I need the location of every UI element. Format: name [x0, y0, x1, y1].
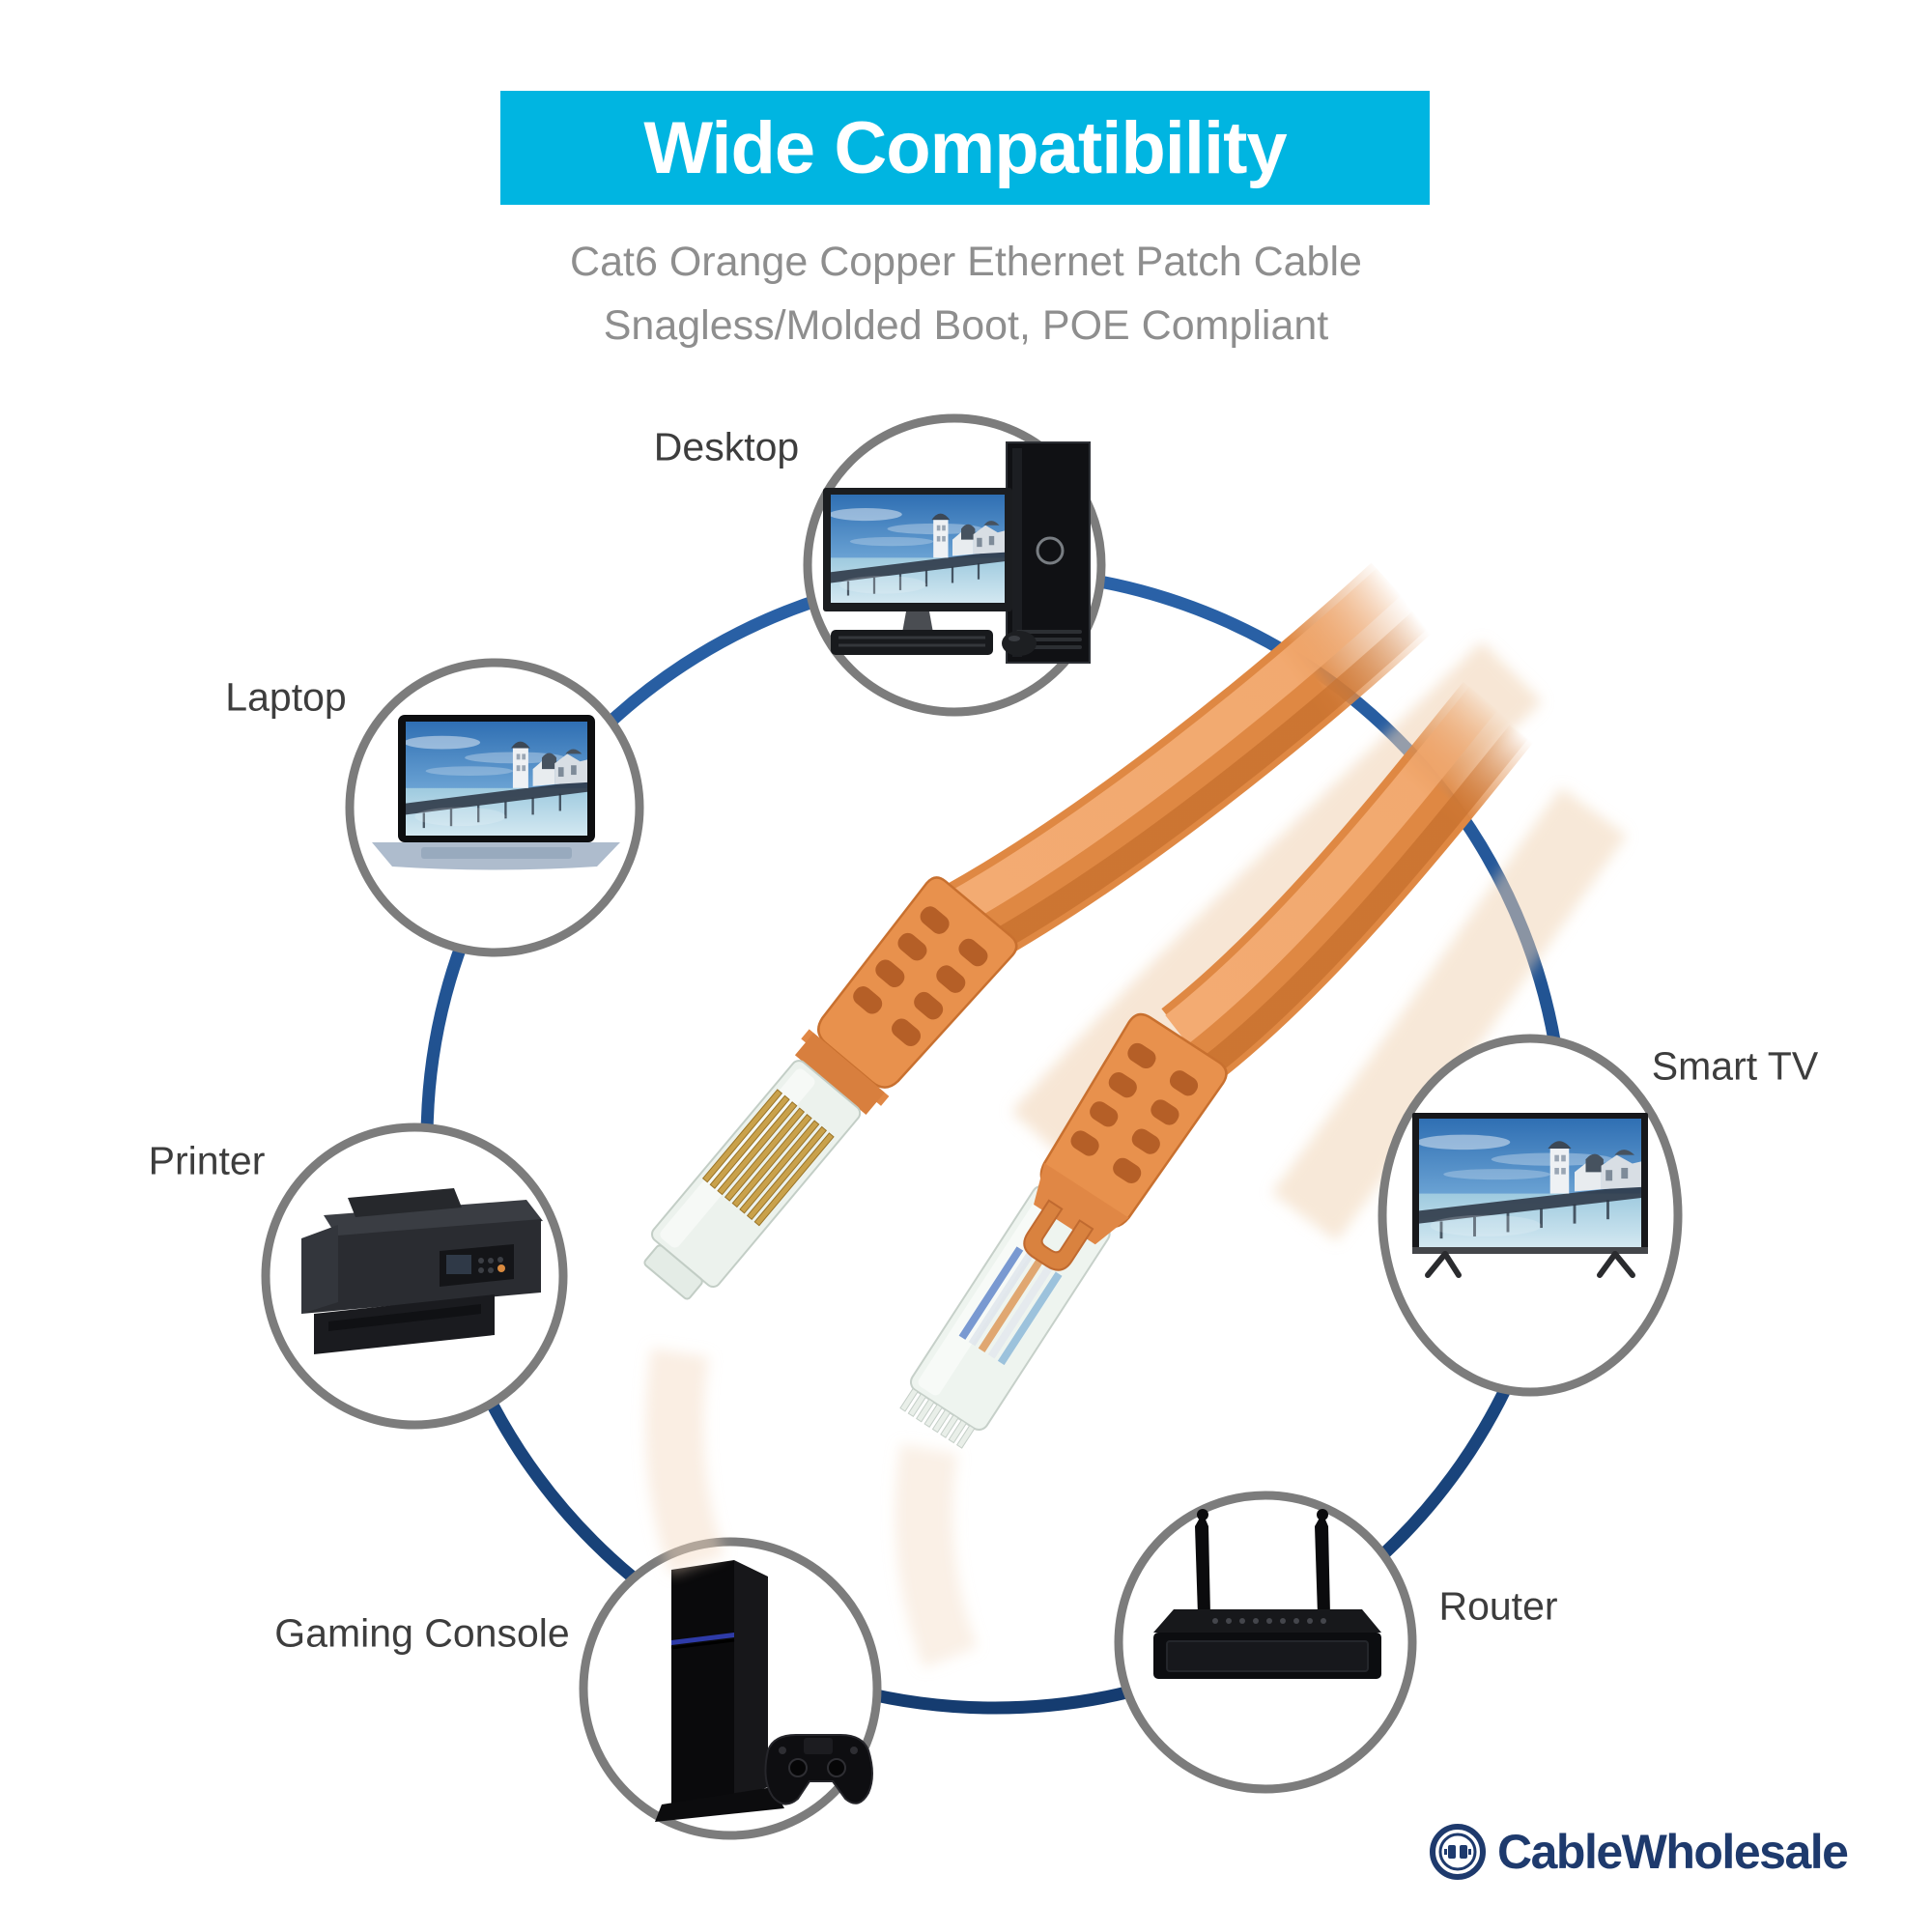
gaming-console-circle: [579, 1537, 882, 1840]
desktop-image: [823, 441, 1091, 664]
rj45-connector-gold: [643, 876, 1018, 1300]
brand-logo: CableWholesale: [1428, 1822, 1849, 1882]
smart-tv-circle: [1378, 1034, 1683, 1397]
subtitle-line-1: Cat6 Orange Copper Ethernet Patch Cable: [570, 239, 1362, 285]
gaming-console-image: [655, 1560, 873, 1822]
label-desktop: Desktop: [653, 424, 800, 469]
ethernet-cable-right: [899, 681, 1536, 1449]
title-banner: Wide Compatibility: [500, 91, 1430, 205]
smart-tv-image: [1412, 1113, 1648, 1278]
label-laptop: Laptop: [225, 674, 347, 720]
brand-name: CableWholesale: [1497, 1825, 1849, 1879]
desktop-circle: [803, 413, 1106, 717]
label-printer: Printer: [148, 1138, 266, 1183]
label-smart-tv: Smart TV: [1651, 1043, 1819, 1089]
router-image: [1153, 1509, 1381, 1679]
subtitle-line-2: Snagless/Molded Boot, POE Compliant: [603, 302, 1329, 349]
laptop-image: [372, 715, 620, 870]
rj45-connector-boot: [899, 1012, 1228, 1449]
laptop-circle: [345, 658, 644, 957]
label-gaming-console: Gaming Console: [274, 1610, 570, 1656]
printer-image: [301, 1188, 543, 1354]
printer-circle: [261, 1122, 568, 1430]
product-subtitle: Cat6 Orange Copper Ethernet Patch Cable …: [0, 230, 1932, 357]
connector-reflections: [645, 1348, 979, 1668]
router-circle: [1114, 1491, 1417, 1794]
cablewholesale-plug-icon: [1430, 1824, 1486, 1880]
page-title: Wide Compatibility: [643, 106, 1287, 189]
ethernet-cable-left: [643, 562, 1435, 1300]
label-router: Router: [1438, 1583, 1558, 1629]
